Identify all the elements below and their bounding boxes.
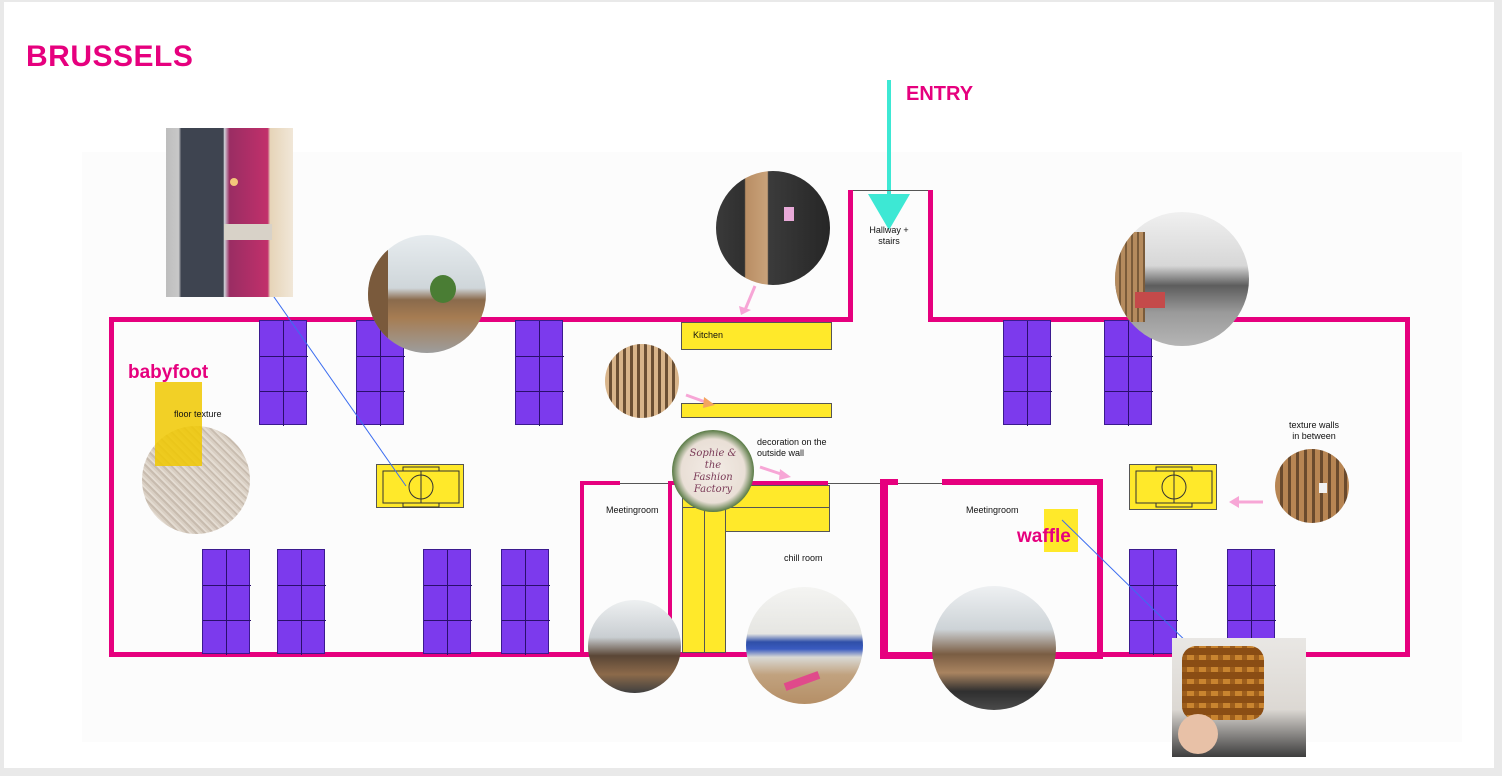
desk-cluster <box>202 549 251 655</box>
pointer-arrow-icon <box>1229 494 1265 510</box>
outer-wall-top-left <box>109 317 853 322</box>
chillroom-sofa-line-1 <box>682 507 830 508</box>
meetingroom-right-label: Meetingroom <box>966 505 1019 515</box>
desk-cluster <box>501 549 550 655</box>
outer-wall-bottom-left <box>109 652 789 657</box>
chillroom-sofa-line-2 <box>704 507 705 653</box>
decoration-sign-text: Sophie & the Fashion Factory <box>689 448 737 495</box>
meetingroom-left-wall-right <box>668 481 672 653</box>
meetingroom-right-wall-right <box>1097 481 1103 659</box>
office-photo <box>368 235 486 353</box>
phone-booth-photo <box>166 128 293 297</box>
meetingroom-left-label: Meetingroom <box>606 505 659 515</box>
pointer-arrow-icon <box>684 391 716 411</box>
entry-label: ENTRY <box>906 83 974 105</box>
hallway-wall-left <box>848 190 853 322</box>
chillroom-label: chill room <box>784 553 823 563</box>
meetingroom-right-door <box>898 483 942 484</box>
desk-cluster <box>1104 320 1153 426</box>
pointer-arrow-icon <box>758 463 792 483</box>
desk-cluster <box>277 549 326 655</box>
meetingroom-right-wall-left <box>880 481 888 659</box>
floor-texture-highlight <box>155 382 202 466</box>
kitchen-island <box>681 403 832 418</box>
decoration-sign-photo: Sophie & the Fashion Factory <box>672 430 754 512</box>
meetingroom-left-door <box>620 483 668 484</box>
meetingroom-left-photo <box>588 600 681 693</box>
texture-wall-photo <box>1275 449 1349 523</box>
chillroom-door <box>828 483 884 484</box>
slat-wall-photo <box>605 344 679 418</box>
babyfoot-table-right <box>1129 464 1217 510</box>
meetingroom-right-photo <box>932 586 1056 710</box>
waffle-label: waffle <box>1017 526 1071 547</box>
babyfoot-label: babyfoot <box>128 362 209 383</box>
desk-cluster <box>259 320 308 426</box>
office-photo <box>1115 212 1249 346</box>
slide: BRUSSELS ENTRY Hallway + stairs Meetingr… <box>4 2 1494 768</box>
pointer-arrow-icon <box>737 284 759 316</box>
outer-wall-left <box>109 317 114 657</box>
kitchen-counter <box>681 322 832 350</box>
entry-arrow-icon <box>866 80 912 232</box>
floor-texture-label: floor texture <box>174 409 222 419</box>
outer-wall-right <box>1405 317 1410 657</box>
hallway-top-line <box>853 190 928 191</box>
desk-cluster <box>1129 549 1178 655</box>
hallway-label: Hallway + stairs <box>869 225 909 246</box>
decoration-label: decoration on the outside wall <box>757 437 827 458</box>
kitchen-label: Kitchen <box>693 330 724 340</box>
meetingroom-right-wall-top-small <box>880 479 898 485</box>
babyfoot-table-left <box>376 464 464 508</box>
texture-walls-label: texture walls in between <box>1288 420 1340 441</box>
meetingroom-right-wall-top <box>942 479 1103 485</box>
chillroom-photo <box>746 587 863 704</box>
waffle-photo <box>1172 638 1306 757</box>
kitchen-photo <box>716 171 830 285</box>
desk-cluster <box>1003 320 1052 426</box>
desk-cluster <box>515 320 564 426</box>
page-title: BRUSSELS <box>26 40 194 73</box>
meetingroom-left-wall-top <box>580 481 620 485</box>
desk-cluster <box>423 549 472 655</box>
meetingroom-left-wall-left <box>580 481 584 653</box>
hallway-wall-right <box>928 190 933 322</box>
